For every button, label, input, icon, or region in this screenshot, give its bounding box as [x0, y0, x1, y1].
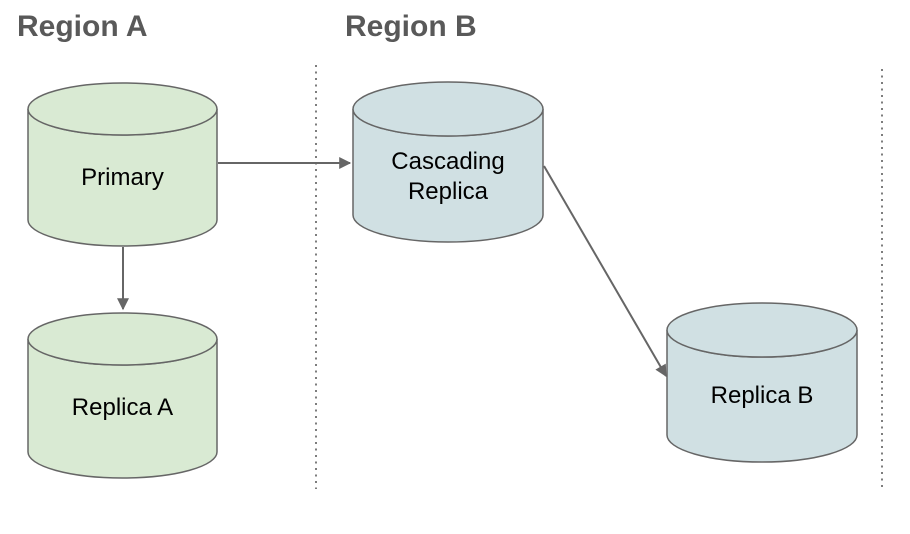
- node-replica-a: [27, 312, 218, 479]
- database-cylinder-top: [27, 312, 218, 366]
- arrow-cascading-to-replica-b: [543, 165, 667, 378]
- region-b-title: Region B: [345, 10, 477, 43]
- database-cylinder-top: [666, 302, 858, 358]
- node-replica-b: [666, 302, 858, 463]
- database-cylinder-top: [27, 82, 218, 136]
- database-cylinder-top: [352, 81, 544, 137]
- node-primary: [27, 82, 218, 247]
- region-a-title: Region A: [17, 10, 148, 43]
- node-cascading-replica: [352, 81, 544, 243]
